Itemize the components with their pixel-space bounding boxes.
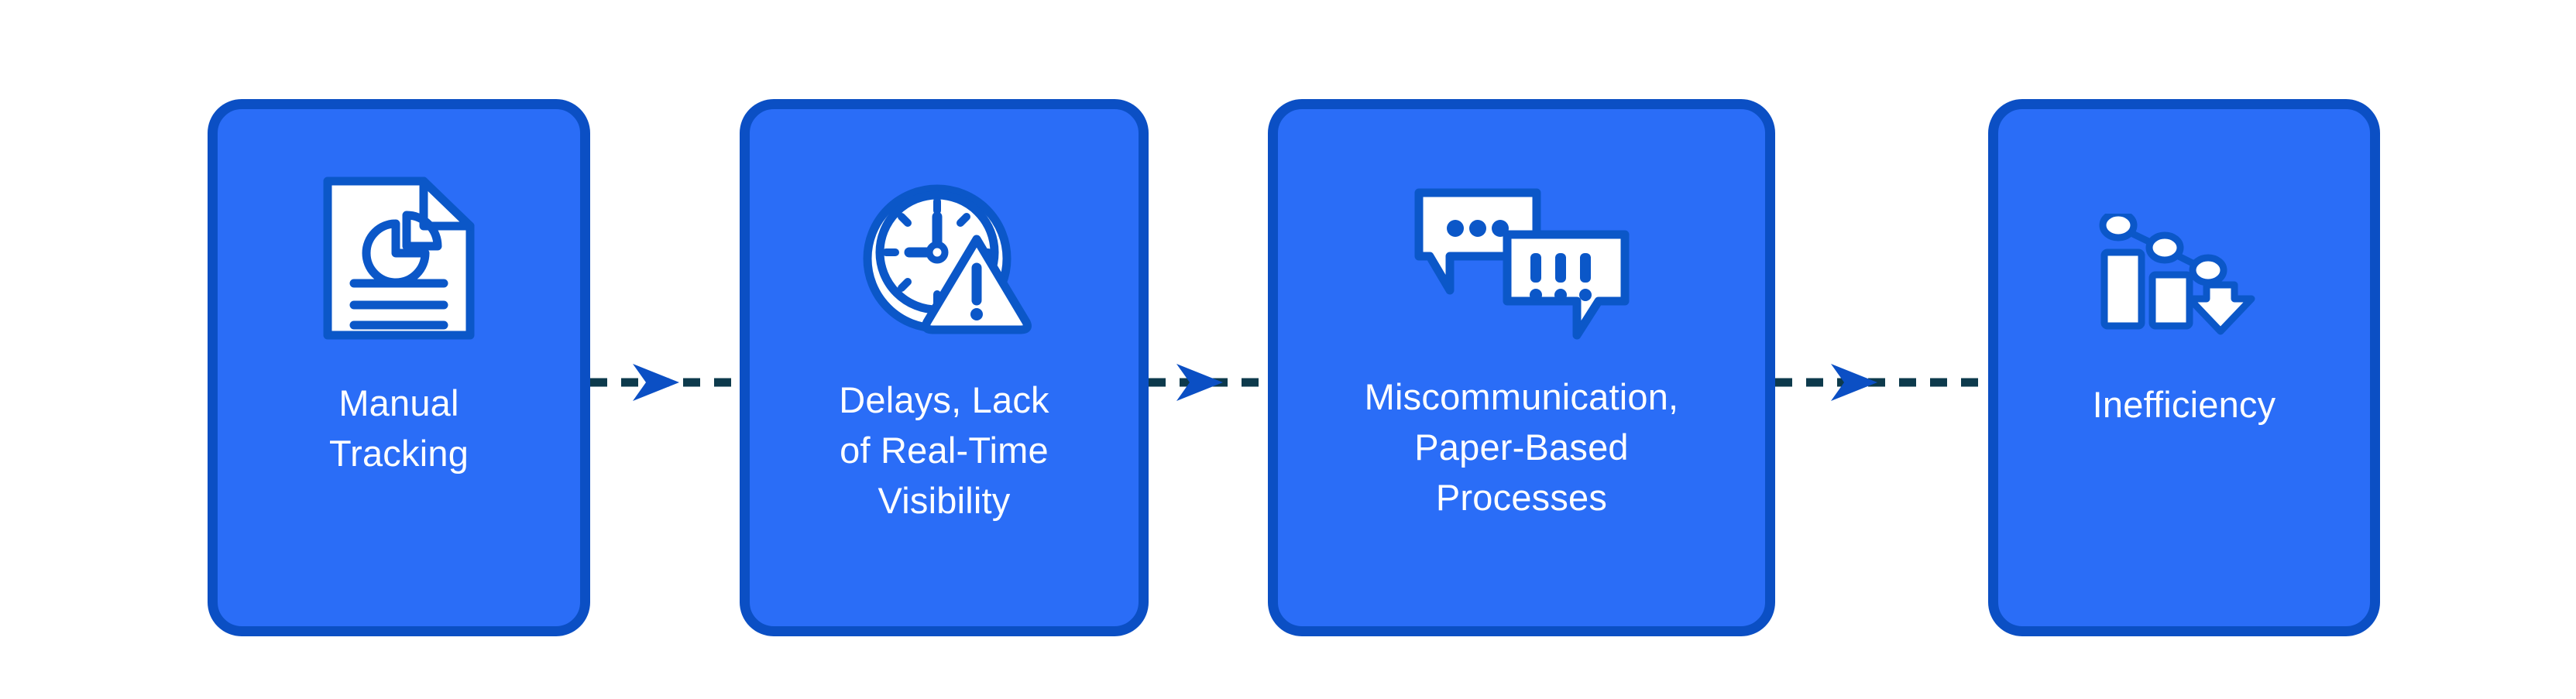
flow-step-label-4: Inefficiency bbox=[2092, 384, 2276, 425]
clock-warning-icon bbox=[863, 184, 1032, 334]
flow-step-card-2[interactable]: Delays, Lack of Real-Time Visibility bbox=[740, 99, 1149, 636]
flow-step-card-4[interactable]: Inefficiency bbox=[1988, 99, 2380, 636]
icon-container-4 bbox=[1998, 109, 2370, 341]
flow-step-label-3: Miscommunication, Paper-Based Processes bbox=[1364, 376, 1679, 518]
flow-step-card-1[interactable]: Manual Tracking bbox=[208, 99, 590, 636]
speech-bubbles-icon bbox=[1414, 188, 1629, 340]
document-pie-chart-icon bbox=[323, 176, 475, 340]
icon-container-2 bbox=[750, 109, 1139, 341]
icon-container-1 bbox=[218, 109, 580, 341]
connector-arrow-1 bbox=[590, 361, 740, 404]
connector-arrow-2 bbox=[1149, 361, 1268, 404]
flow-step-label-2: Delays, Lack of Real-Time Visibility bbox=[839, 379, 1049, 521]
declining-bar-chart-icon bbox=[2099, 214, 2255, 335]
flow-step-card-3[interactable]: Miscommunication, Paper-Based Processes bbox=[1268, 99, 1775, 636]
flow-step-label-1: Manual Tracking bbox=[328, 382, 469, 474]
connector-arrow-3 bbox=[1775, 361, 1988, 404]
icon-container-3 bbox=[1278, 109, 1765, 341]
